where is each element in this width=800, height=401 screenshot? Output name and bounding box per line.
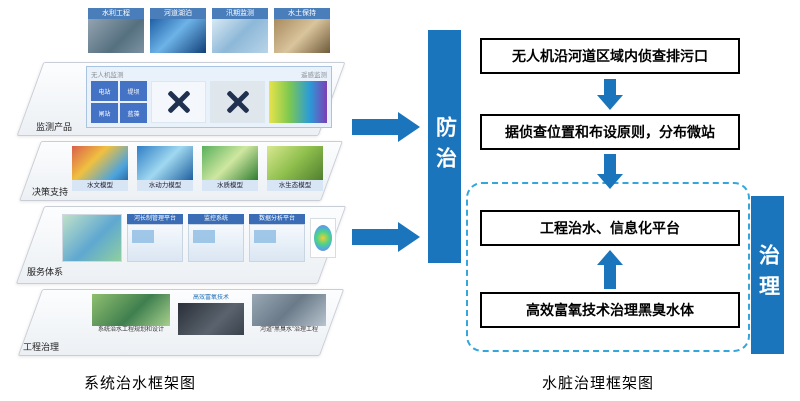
platform-screenshot [188,224,244,262]
arrow-head [597,174,623,189]
engineering-thumbnails-row: 系统治水工程规划和设计 高效富氧技术 河道“黑臭水”治理工程 [92,294,326,335]
product-thumbnails-row: 水利工程 河道湖泊 汛期监测 水土保持 [88,8,330,53]
flow-box-platform: 工程治水、信息化平台 [480,210,740,246]
platform-screenshot [127,224,183,262]
arrow-head [398,222,420,252]
aerial-image [88,19,144,53]
platform-thumbnail: 河长制管理平台 [127,214,183,262]
monitoring-cell: 闸站 [91,103,118,123]
right-arrow-icon [352,222,420,252]
layer-label-decision: 决策支持 [32,187,69,197]
flow-box-oxygen-treatment: 高效富氧技术治理黑臭水体 [480,292,740,328]
model-label: 水生态模型 [267,180,323,191]
monitoring-panel-headers: 无人机监测 遥感监测 [91,69,327,79]
ice-monitoring-image [212,19,268,53]
engineering-label: 高效富氧技术 [192,295,229,301]
prevention-bar: 防治 [428,30,461,263]
product-label: 河道湖泊 [150,8,206,19]
model-thumbnail: 水质模型 [202,146,258,191]
platform-thumbnail: 监控系统 [188,214,244,262]
product-label: 水利工程 [88,8,144,19]
remote-sensing-image [269,81,327,123]
product-label: 汛期监测 [212,8,268,19]
flow-box-uav-inspection: 无人机沿河道区域内侦查排污口 [480,38,740,74]
model-label: 水质模型 [202,180,258,191]
engineering-thumbnail: 系统治水工程规划和设计 [92,294,170,335]
left-diagram-title: 系统治水框架图 [83,375,196,392]
flow-box-microstation: 据侦查位置和布设原则，分布微站 [480,114,740,150]
model-image [137,146,193,180]
monitoring-cell: 电站 [91,81,118,101]
model-thumbnail: 水生态模型 [267,146,323,191]
engineering-label: 系统治水工程规划和设计 [97,327,164,333]
product-label: 水土保持 [274,8,330,19]
model-thumbnail: 水文模型 [72,146,128,191]
up-arrow-icon [597,250,623,289]
right-diagram-title: 水脏治理框架图 [541,375,654,392]
drone-image [151,81,206,123]
down-arrow-icon [597,154,623,189]
monitoring-cell: 蓝藻 [120,103,147,123]
treatment-bar: 治理 [751,196,784,354]
terrain-image [274,19,330,53]
monitoring-cell-grid: 电站 堤坝 闸站 蓝藻 [91,81,147,123]
river-planning-image [92,294,170,326]
platform-thumbnail: 数据分析平台 [249,214,305,262]
platform-thumbnails-row: 河长制管理平台 监控系统 数据分析平台 [62,214,336,262]
colorful-chart-thumbnail [310,218,336,258]
arrow-shaft [352,119,398,135]
platform-label: 河长制管理平台 [127,214,183,224]
model-image [72,146,128,180]
monitoring-panel: 无人机监测 遥感监测 电站 堤坝 闸站 蓝藻 [86,66,332,128]
basin-map-image [62,214,122,262]
down-arrow-icon [597,79,623,110]
product-thumbnail: 水利工程 [88,8,144,53]
engineering-thumbnail: 高效富氧技术 [178,294,244,335]
layer-label-monitoring: 监测产品 [36,122,73,132]
model-label: 水文模型 [72,180,128,191]
model-thumbnails-row: 水文模型 水动力模型 水质模型 水生态模型 [72,146,323,191]
uav-monitoring-label: 无人机监测 [91,72,124,79]
platform-screenshot [249,224,305,262]
model-label: 水动力模型 [137,180,193,191]
engineering-thumbnail: 河道“黑臭水”治理工程 [252,294,326,335]
black-water-treatment-image [252,294,326,326]
arrow-head [597,95,623,110]
layer-label-service: 服务体系 [27,267,64,277]
arrow-shaft [604,265,616,289]
arrow-shaft [604,154,616,174]
remote-sensing-label: 遥感监测 [301,72,327,79]
platform-label: 数据分析平台 [249,214,305,224]
platform-label: 监控系统 [188,214,244,224]
product-thumbnail: 水土保持 [274,8,330,53]
arrow-shaft [352,229,398,245]
model-image [202,146,258,180]
right-arrow-icon [352,112,420,142]
drone-image [210,81,265,123]
monitoring-cell: 堤坝 [120,81,147,101]
engineering-label: 河道“黑臭水”治理工程 [260,327,318,333]
oxygen-tech-image [178,303,244,335]
arrow-head [398,112,420,142]
model-thumbnail: 水动力模型 [137,146,193,191]
satellite-image [150,19,206,53]
monitoring-panel-body: 电站 堤坝 闸站 蓝藻 [91,81,327,123]
arrow-shaft [604,79,616,95]
model-image [267,146,323,180]
layer-label-engineering: 工程治理 [23,342,60,352]
arrow-head [597,250,623,265]
product-thumbnail: 汛期监测 [212,8,268,53]
product-thumbnail: 河道湖泊 [150,8,206,53]
